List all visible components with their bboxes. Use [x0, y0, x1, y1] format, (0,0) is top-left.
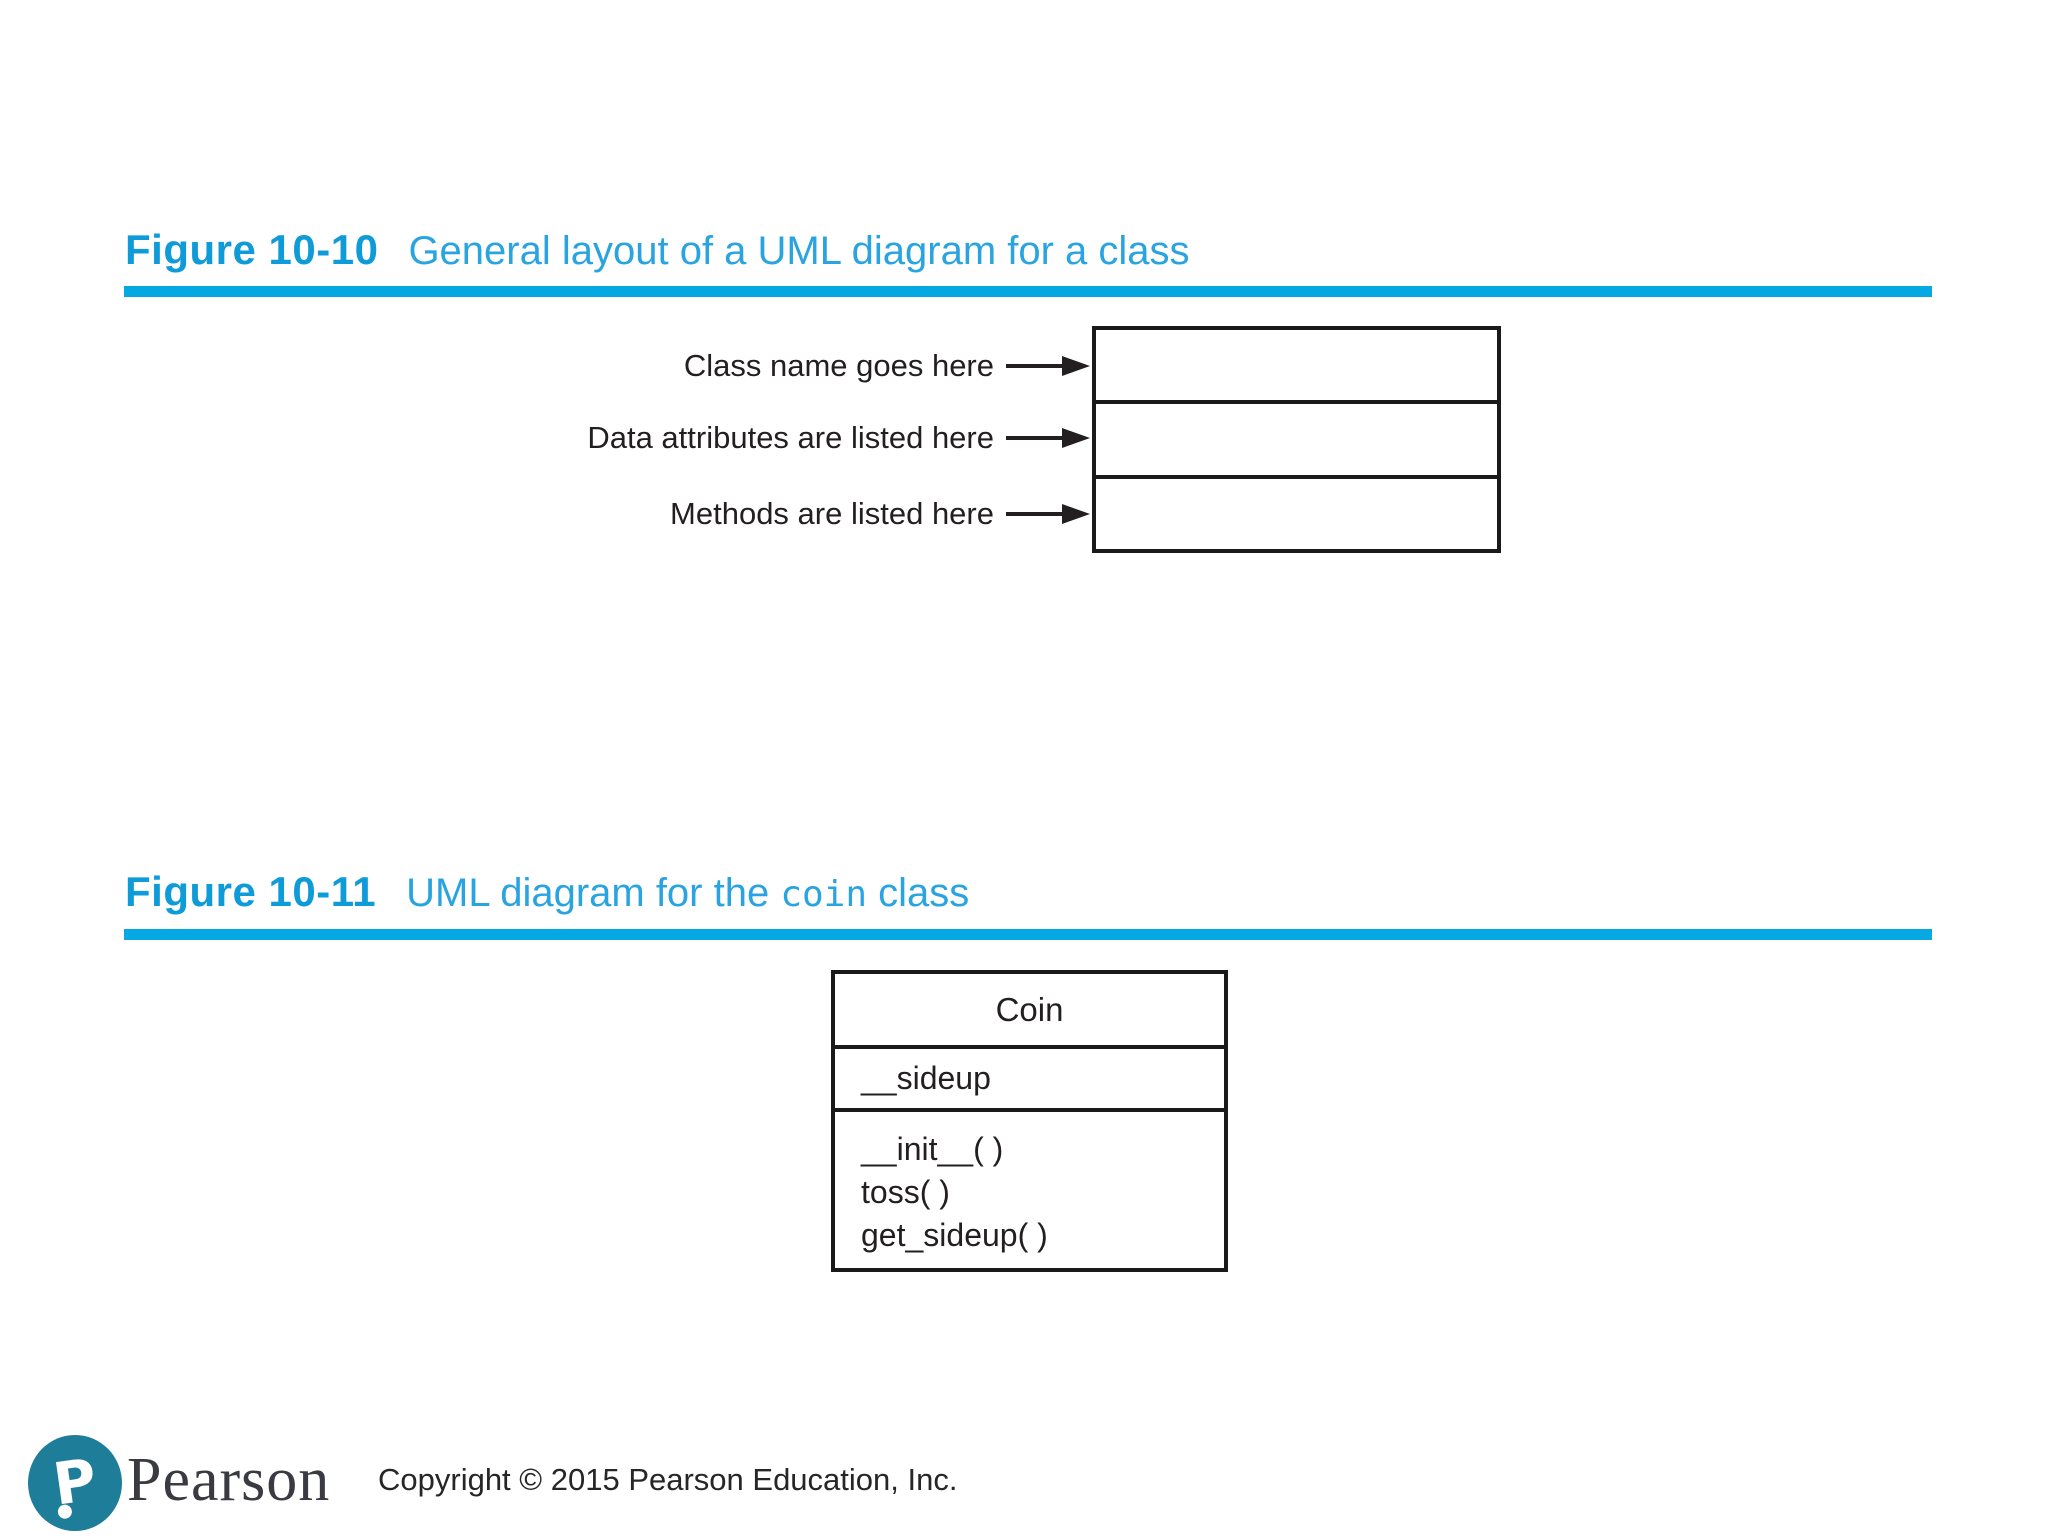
figure2-label: Figure 10-11	[125, 868, 377, 915]
uml-template-name-section	[1096, 330, 1497, 400]
callout-label: Data attributes are listed here	[587, 420, 994, 455]
right-arrow-icon	[1006, 504, 1090, 524]
caption-suffix: class	[867, 871, 970, 915]
uml-methods-section: __init__( ) toss( ) get_sideup( )	[835, 1108, 1224, 1268]
uml-method: toss( )	[861, 1174, 950, 1210]
pearson-wordmark: Pearson	[127, 1446, 331, 1514]
callout-data-attributes: Data attributes are listed here	[587, 418, 1090, 458]
coin-uml-class-box: Coin __sideup __init__( ) toss( ) get_si…	[831, 970, 1228, 1272]
uml-template-methods-section	[1096, 474, 1497, 549]
figure1-rule	[124, 286, 1932, 297]
svg-text:P: P	[49, 1445, 101, 1518]
figure1-label: Figure 10-10	[125, 226, 379, 273]
uml-class-name: Coin	[995, 990, 1064, 1028]
figure2-title: Figure 10-11 UML diagram for the coin cl…	[125, 868, 969, 916]
callout-class-name: Class name goes here	[684, 346, 1090, 386]
figure2-caption: UML diagram for the coin class	[406, 871, 969, 916]
uml-attributes-section: __sideup	[835, 1045, 1224, 1108]
right-arrow-icon	[1006, 356, 1090, 376]
figure1-caption: General layout of a UML diagram for a cl…	[408, 229, 1190, 273]
callout-methods: Methods are listed here	[670, 494, 1090, 534]
uml-method: __init__( )	[861, 1131, 1004, 1167]
copyright-text: Copyright © 2015 Pearson Education, Inc.	[378, 1462, 958, 1497]
uml-attribute: __sideup	[861, 1060, 991, 1096]
uml-template-box	[1092, 326, 1501, 553]
figure2-rule	[124, 929, 1932, 940]
uml-template-attributes-section	[1096, 400, 1497, 474]
callout-label: Methods are listed here	[670, 496, 994, 531]
right-arrow-icon	[1006, 428, 1090, 448]
callout-label: Class name goes here	[683, 348, 994, 383]
figure1-title: Figure 10-10 General layout of a UML dia…	[125, 226, 1190, 274]
uml-method: get_sideup( )	[861, 1217, 1048, 1253]
pearson-p-icon: P	[28, 1435, 122, 1531]
caption-prefix: UML diagram for the	[406, 871, 781, 915]
caption-code-coin: coin	[780, 874, 868, 915]
